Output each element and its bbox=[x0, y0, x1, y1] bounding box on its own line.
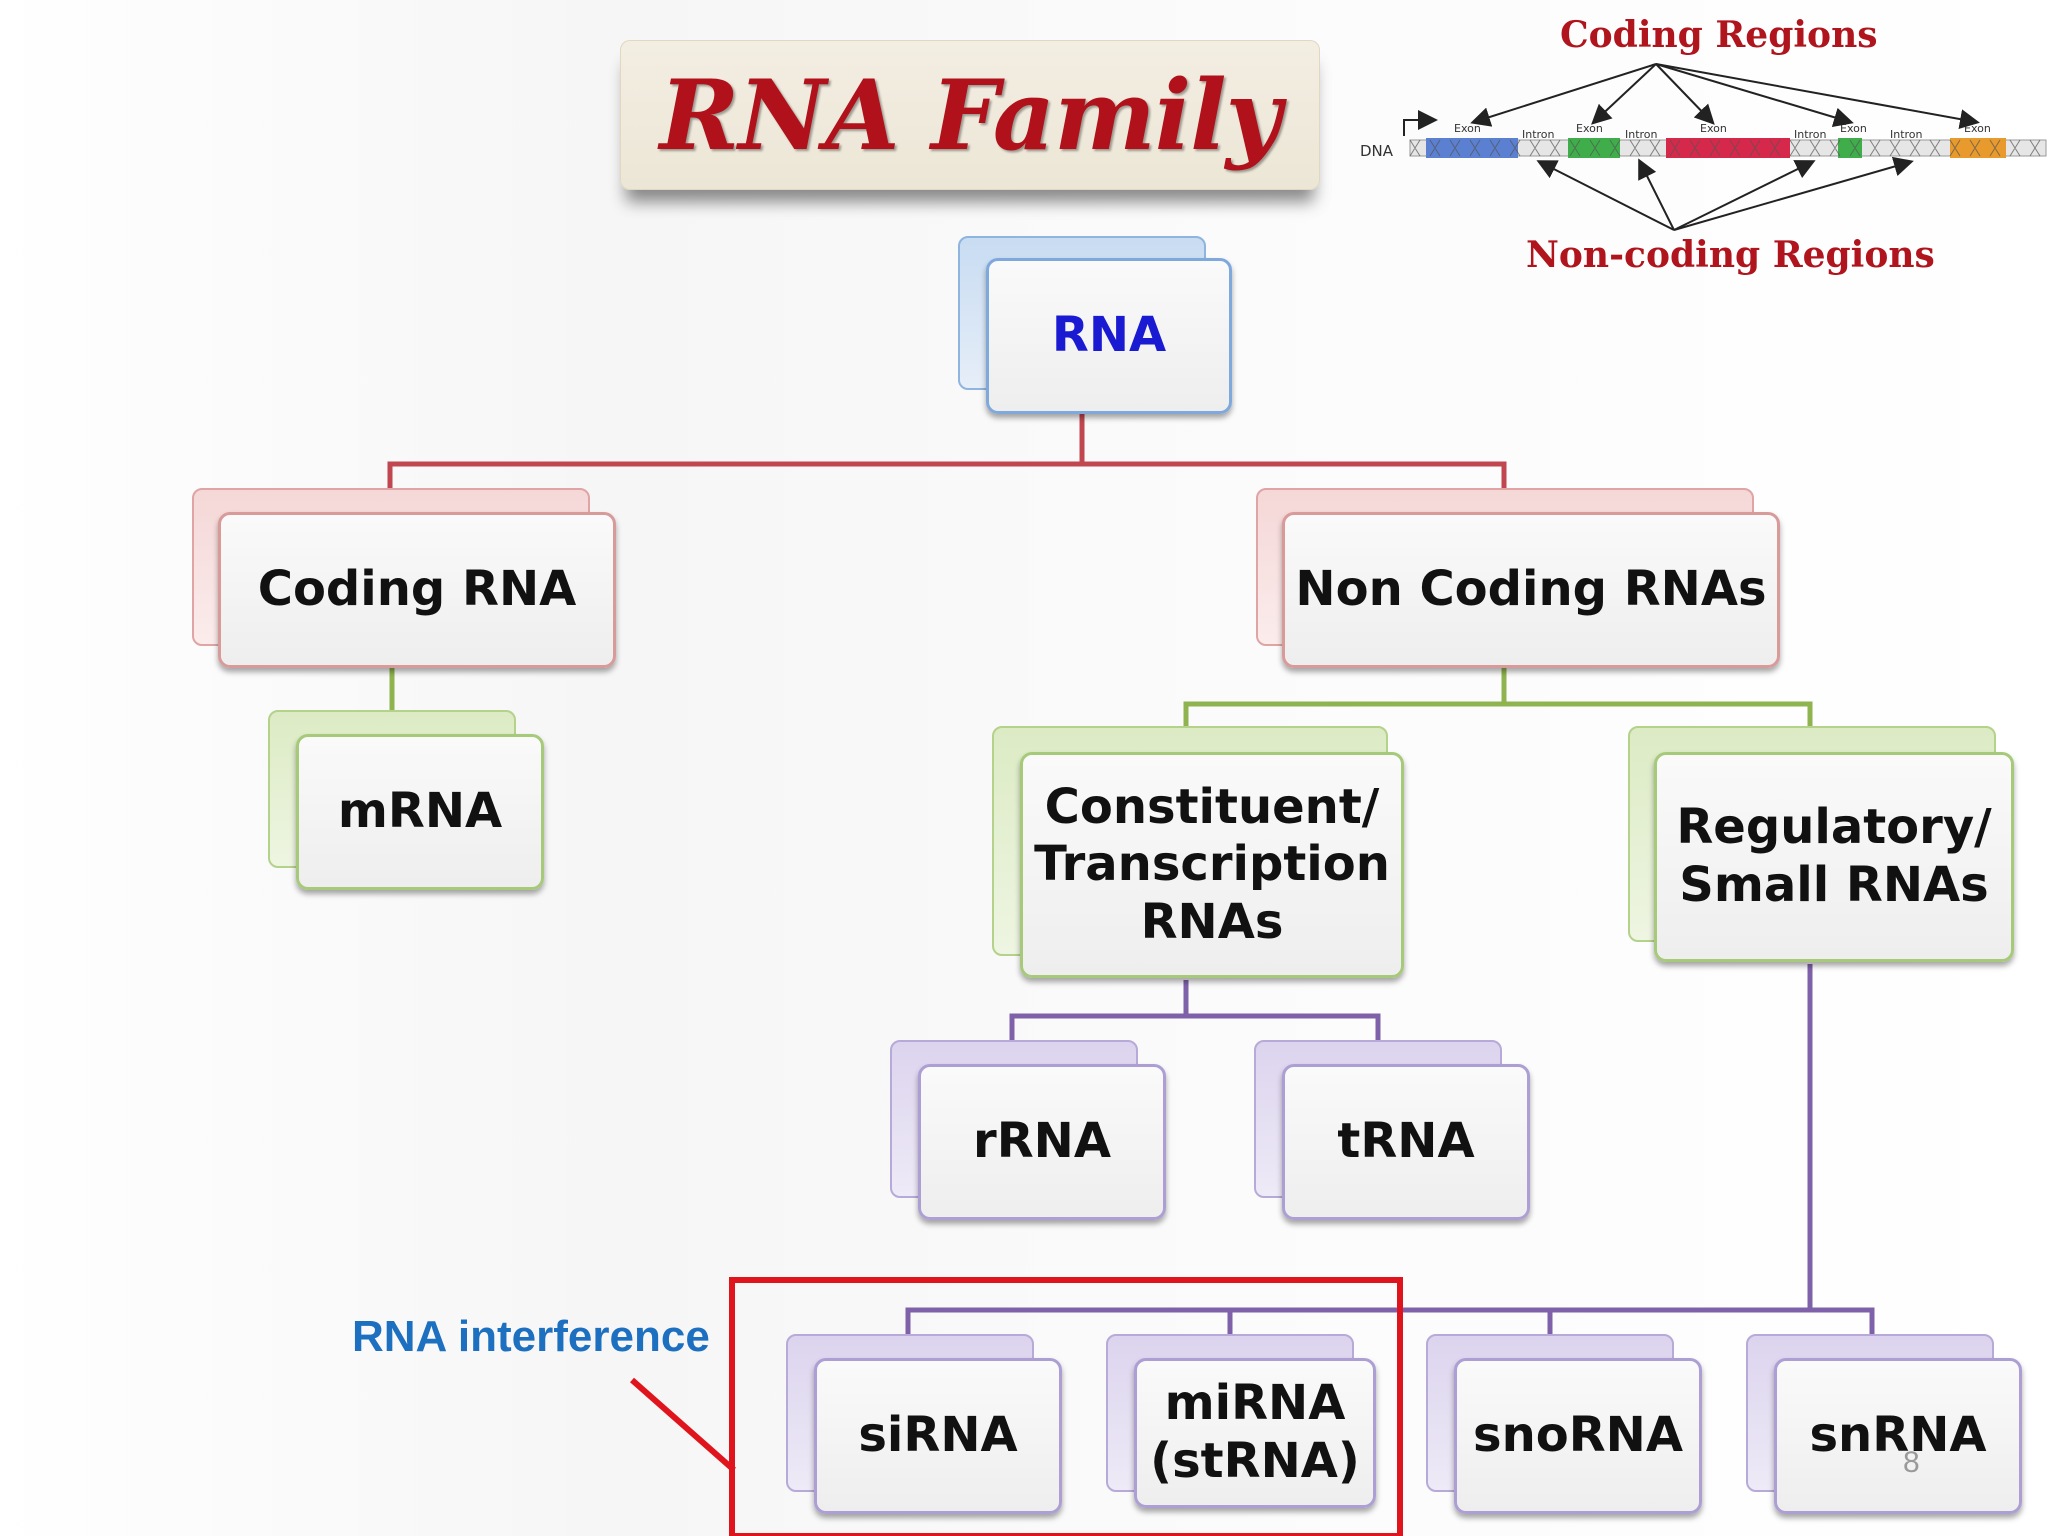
node-mrna: mRNA bbox=[268, 710, 544, 894]
segment-label-2: Intron bbox=[1522, 128, 1555, 141]
transcription-start-arrow bbox=[1403, 110, 1438, 136]
node-mrna-label: mRNA bbox=[296, 734, 544, 890]
coding-arrow-3 bbox=[1655, 63, 1715, 125]
exon-5 bbox=[1950, 138, 2006, 158]
segment-label-3: Exon bbox=[1576, 122, 1603, 135]
coding-regions-label: Coding Regions bbox=[1560, 14, 1878, 56]
node-rrna-label: rRNA bbox=[918, 1064, 1166, 1220]
node-sirna-label: siRNA bbox=[814, 1358, 1062, 1514]
node-mirna-label: miRNA (stRNA) bbox=[1134, 1358, 1376, 1508]
node-sirna: siRNA bbox=[786, 1334, 1062, 1518]
node-rna-label: RNA bbox=[986, 258, 1232, 414]
noncoding-arrow-1 bbox=[1536, 160, 1675, 231]
segment-label-9: Exon bbox=[1964, 122, 1991, 135]
node-snorna: snoRNA bbox=[1426, 1334, 1702, 1518]
dna-label: DNA bbox=[1360, 142, 1394, 160]
coding-arrow-4 bbox=[1655, 63, 1854, 127]
segment-label-6: Intron bbox=[1794, 128, 1827, 141]
segment-label-4: Intron bbox=[1625, 128, 1658, 141]
node-trna: tRNA bbox=[1254, 1040, 1530, 1224]
node-rrna: rRNA bbox=[890, 1040, 1166, 1224]
coding-arrow-5 bbox=[1655, 63, 1980, 129]
rna-interference-pointer bbox=[630, 1377, 736, 1473]
connector-level3a bbox=[1009, 1013, 1381, 1040]
noncoding-arrow-2 bbox=[1638, 158, 1675, 231]
node-snrna: snRNA bbox=[1746, 1334, 2022, 1518]
dna-inset: Coding Regions Non-coding Regions DNA Ex… bbox=[1350, 0, 2048, 290]
dna-strand-illustration: DNA Exon Intron Exon Intron Exon Intron … bbox=[1360, 63, 2047, 231]
noncoding-arrow-3 bbox=[1673, 160, 1816, 231]
node-mirna: miRNA (stRNA) bbox=[1106, 1334, 1382, 1518]
title-banner: RNA Family bbox=[620, 40, 1320, 190]
connector-level1 bbox=[387, 461, 1507, 488]
node-regulatory-label: Regulatory/ Small RNAs bbox=[1654, 752, 2014, 962]
coding-arrow-1 bbox=[1470, 63, 1657, 127]
node-trna-label: tRNA bbox=[1282, 1064, 1530, 1220]
node-snrna-label: snRNA bbox=[1774, 1358, 2022, 1514]
node-constituent: Constituent/ Transcription RNAs bbox=[992, 726, 1412, 984]
connector-level2 bbox=[1183, 701, 1813, 728]
rna-interference-highlight bbox=[729, 1277, 1403, 1536]
exon-3 bbox=[1666, 138, 1790, 158]
node-noncoding-rna-label: Non Coding RNAs bbox=[1282, 512, 1780, 668]
node-rna: RNA bbox=[958, 236, 1232, 418]
segment-label-8: Intron bbox=[1890, 128, 1923, 141]
segment-label-5: Exon bbox=[1700, 122, 1727, 135]
connector-level3b bbox=[905, 1307, 1875, 1334]
coding-arrow-2 bbox=[1591, 63, 1657, 125]
segment-label-7: Exon bbox=[1840, 122, 1867, 135]
node-coding-rna: Coding RNA bbox=[192, 488, 616, 672]
noncoding-arrow-4 bbox=[1673, 156, 1914, 231]
exon-4 bbox=[1838, 138, 1862, 158]
node-coding-rna-label: Coding RNA bbox=[218, 512, 616, 668]
node-regulatory: Regulatory/ Small RNAs bbox=[1628, 726, 2020, 968]
node-constituent-label: Constituent/ Transcription RNAs bbox=[1020, 752, 1404, 978]
page-title: RNA Family bbox=[659, 58, 1282, 172]
exon-1 bbox=[1426, 138, 1518, 158]
node-snorna-label: snoRNA bbox=[1454, 1358, 1702, 1514]
rna-interference-label: RNA interference bbox=[352, 1312, 710, 1361]
noncoding-regions-label: Non-coding Regions bbox=[1526, 234, 1935, 276]
exon-2 bbox=[1568, 138, 1620, 158]
segment-label-1: Exon bbox=[1454, 122, 1481, 135]
node-noncoding-rna: Non Coding RNAs bbox=[1256, 488, 1780, 672]
page-number: 8 bbox=[1903, 1446, 1920, 1479]
